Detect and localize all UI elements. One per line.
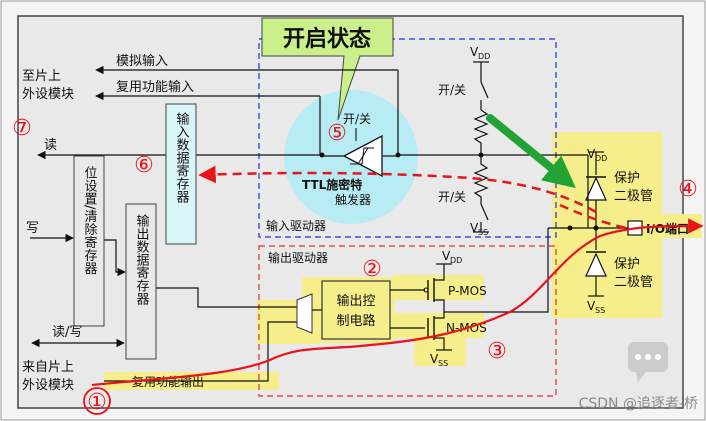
input-path-dashed (198, 165, 597, 214)
lower-diode-label-2: 二极管 (614, 275, 653, 290)
output-data-register (125, 203, 157, 360)
alt-func-output-label: 复用功能输出 (132, 374, 204, 389)
output-control-block (321, 280, 391, 340)
schmitt-label-1: TTL施密特 (302, 177, 362, 192)
marker-6: ⑥ (134, 153, 154, 178)
io-port-label: I/O端口 (646, 221, 689, 236)
trigger-switch-label: 开/关 (343, 112, 371, 126)
input-data-register (165, 103, 197, 245)
marker-5: ⑤ (327, 121, 347, 146)
pull-vdd-sub: DD (478, 52, 490, 61)
alt-func-input-label: 复用功能输入 (116, 79, 194, 95)
green-highlight-arrow (486, 114, 576, 189)
marker-1: ① (87, 390, 107, 415)
output-driver-box (258, 245, 557, 397)
pmos-vdd-sub: DD (450, 256, 462, 265)
lower-diode-label-1: 保护 (614, 257, 640, 272)
output-path-solid (91, 218, 704, 387)
marker-3: ③ (487, 339, 507, 364)
output-control-label-2: 制电路 (336, 313, 375, 329)
to-chip-label-2: 外设模块 (22, 87, 74, 102)
analog-input-label: 模拟输入 (116, 53, 168, 69)
idr-label: 输入数据寄存器 (174, 111, 190, 204)
output-control-label-1: 输出控 (336, 293, 375, 309)
read-write-label: 读/写 (52, 325, 82, 340)
write-label: 写 (26, 221, 39, 236)
pull-vdd-label: V (470, 45, 479, 59)
pull-vss-label: V (470, 221, 479, 235)
schmitt-label-2: 触发器 (335, 192, 371, 207)
marker-7: ⑦ (12, 116, 32, 141)
pmos-label: P-MOS (448, 284, 487, 298)
diode-vdd-sub: DD (595, 154, 607, 163)
from-chip-label-1: 来自片上 (22, 360, 74, 375)
diode-vss-sub: SS (595, 306, 605, 315)
nmos-vss-sub: SS (438, 359, 448, 368)
nmos-vss-label: V (430, 352, 439, 366)
pmos-transistor (423, 263, 452, 312)
diode-vdd-label: V (587, 147, 596, 161)
watermark: CSDN @追逐者-桥 (579, 396, 698, 412)
open-state-callout: 开启状态 (261, 17, 394, 121)
input-driver-box (258, 38, 557, 238)
pull-up-switch-label: 开/关 (438, 83, 466, 97)
marker-4: ④ (678, 177, 698, 202)
pull-down-switch-label: 开/关 (438, 190, 466, 204)
odr-label: 输出数据寄存器 (134, 213, 150, 306)
from-chip-label-2: 外设模块 (22, 378, 74, 393)
schmitt-trigger (322, 128, 398, 178)
protection-diodes (585, 151, 607, 297)
marker-2: ② (362, 257, 382, 282)
to-chip-label-1: 至片上 (22, 69, 61, 84)
marker-labels: ① ② ③ ④ ⑤ ⑥ ⑦ (12, 116, 698, 415)
bsrr-register (73, 155, 105, 327)
input-driver-label: 输入驱动器 (266, 218, 326, 233)
bsrr-label: 位设置/清除寄存器 (82, 166, 98, 276)
read-label: 读 (44, 138, 57, 153)
nmos-transistor (427, 312, 452, 351)
output-driver-label: 输出驱动器 (268, 250, 328, 265)
open-state-label: 开启状态 (283, 26, 371, 52)
diode-vss-label: V (587, 299, 596, 313)
upper-diode-label-2: 二极管 (614, 189, 653, 204)
upper-diode-label-1: 保护 (614, 171, 640, 186)
pmos-vdd-label: V (442, 249, 451, 263)
output-mux (296, 293, 313, 334)
chat-bubble-icon (628, 342, 668, 382)
pull-vss-sub: SS (478, 228, 488, 237)
pull-resistor-network (473, 61, 489, 233)
